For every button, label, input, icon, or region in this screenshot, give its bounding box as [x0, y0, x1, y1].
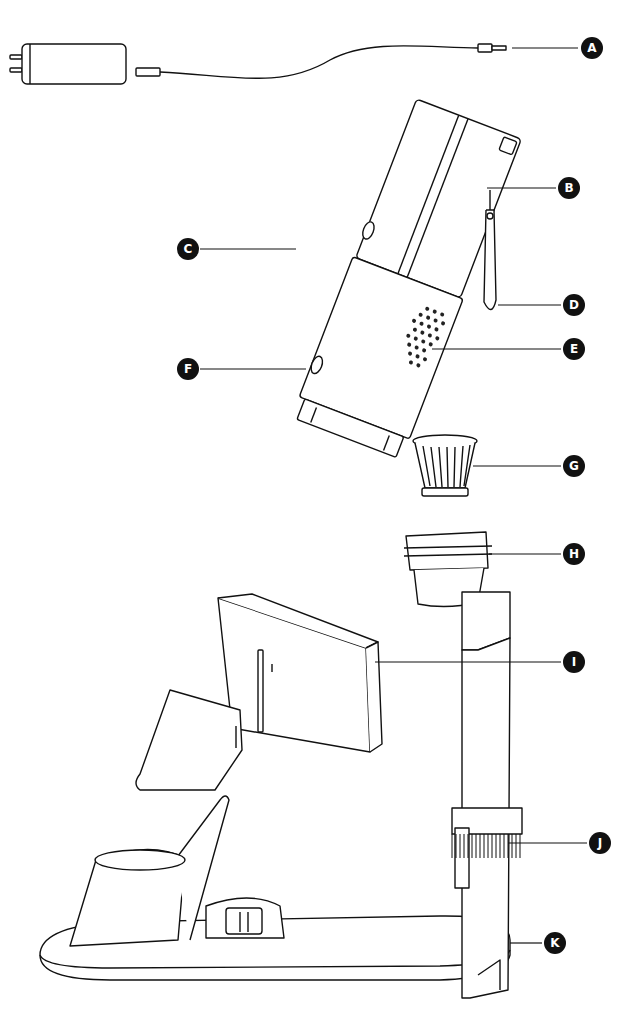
callout-letter: A: [587, 41, 596, 55]
wrist-strap: [484, 190, 496, 310]
callout-letter: B: [564, 181, 573, 195]
callout-circle: K: [544, 932, 566, 954]
filter: [413, 435, 477, 496]
callout-circle: F: [177, 358, 199, 380]
leader-lines: [200, 48, 587, 943]
callout-circle: J: [589, 832, 611, 854]
charging-cable: [136, 44, 506, 78]
charger-plug: [10, 44, 126, 84]
crevice-tool: [452, 592, 522, 998]
callout-circle: I: [563, 651, 585, 673]
callout-letter: H: [569, 547, 579, 561]
charging-base: [40, 796, 510, 980]
callout-letter: G: [569, 459, 579, 473]
callout-circle: H: [563, 543, 585, 565]
callout-circle: E: [563, 338, 585, 360]
callout-circle: A: [581, 37, 603, 59]
callout-letter: C: [184, 242, 193, 256]
dust-container: [136, 594, 382, 790]
callout-circle: C: [177, 238, 199, 260]
callout-circle: B: [558, 177, 580, 199]
callout-letter: D: [569, 298, 579, 312]
callout-letter: E: [570, 342, 578, 356]
vacuum-body: [291, 98, 524, 460]
callout-letter: K: [550, 936, 559, 950]
callout-letter: F: [184, 362, 192, 376]
callout-circle: D: [563, 294, 585, 316]
callout-letter: J: [598, 836, 602, 850]
callout-circle: G: [563, 455, 585, 477]
callout-letter: I: [572, 655, 576, 669]
